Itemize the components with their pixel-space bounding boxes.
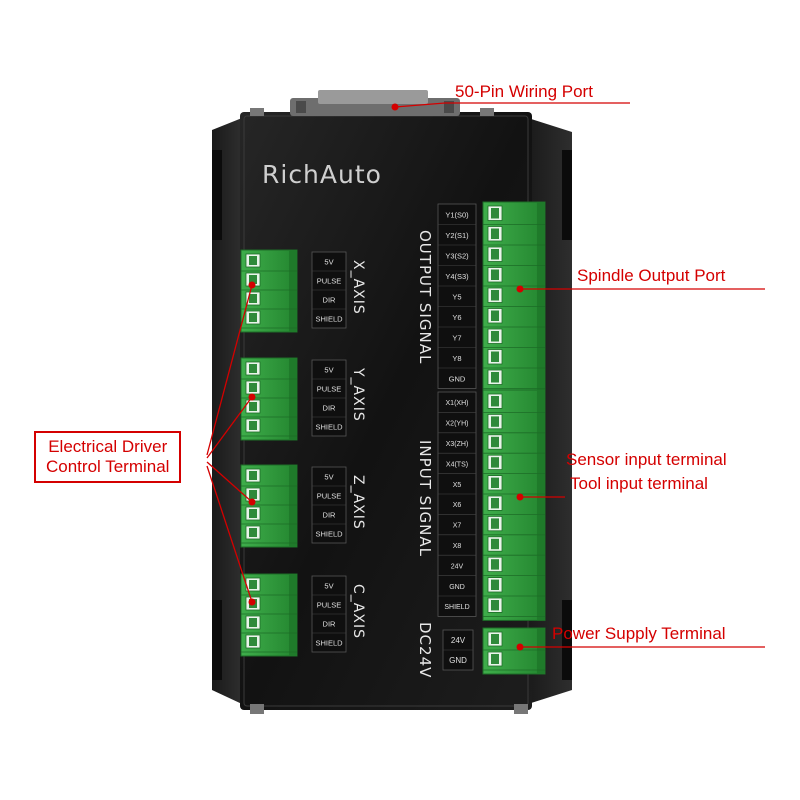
- power-block: 24V GND DC24V: [416, 622, 546, 678]
- pin-label: Y2(S1): [445, 231, 469, 240]
- pin-label: Y7: [452, 333, 461, 342]
- pin-label: X4(TS): [446, 461, 468, 468]
- brand-logo: RichAuto: [262, 160, 382, 189]
- axis-terminal-block: [240, 357, 298, 441]
- output-terminal-block: [482, 201, 546, 393]
- pin-label: 24V: [451, 636, 466, 645]
- pin-label: PULSE: [317, 601, 342, 610]
- axis-pin-labels: 5V PULSE DIR SHIELD: [311, 575, 347, 653]
- input-terminal-block: [482, 389, 546, 621]
- pin-label: PULSE: [317, 277, 342, 286]
- spindle-output-label: Spindle Output Port: [577, 266, 726, 285]
- pin-label: X3(ZH): [446, 441, 469, 448]
- pin-label: SHIELD: [315, 423, 343, 432]
- pin-label: Y8: [452, 354, 461, 363]
- pin-label: X7: [453, 523, 462, 530]
- tool-input-label: Tool input terminal: [570, 474, 708, 493]
- axis-terminal-blocks: 5V PULSE DIR SHIELD X_AXIS 5V PULSE DIR SHIELD Y_…: [240, 249, 366, 657]
- axis-terminal-block: [240, 573, 298, 657]
- pin-label: SHIELD: [315, 530, 343, 539]
- axis-title: X_AXIS: [350, 260, 366, 315]
- pin-label: 5V: [324, 473, 333, 482]
- output-signal-title: OUTPUT SIGNAL: [416, 230, 434, 364]
- pin-label: GND: [449, 374, 466, 383]
- pin-label: X1(XH): [446, 400, 469, 407]
- pin-label: Y3(S2): [445, 251, 469, 260]
- left-flange: [212, 118, 242, 704]
- pin-label: X6: [453, 502, 462, 509]
- pin-label: Y4(S3): [445, 272, 469, 281]
- pin-label: SHIELD: [444, 604, 469, 611]
- pin-label: DIR: [323, 404, 337, 413]
- pin-label: PULSE: [317, 385, 342, 394]
- axis-terminal-block: [240, 464, 298, 548]
- pin-label: X8: [453, 543, 462, 550]
- power-supply-label: Power Supply Terminal: [552, 624, 726, 643]
- pin-label: SHIELD: [315, 315, 343, 324]
- pin-label: DIR: [323, 511, 337, 520]
- callout-lines: [206, 102, 765, 648]
- pin-label: X2(YH): [446, 421, 469, 428]
- pin-label: Y6: [452, 313, 461, 322]
- pin-label: GND: [449, 584, 465, 591]
- pin-label: PULSE: [317, 492, 342, 501]
- pin-label: 24V: [451, 563, 464, 570]
- axis-pin-labels: 5V PULSE DIR SHIELD: [311, 359, 347, 437]
- pin-label: 5V: [324, 258, 333, 267]
- pin-label: SHIELD: [315, 639, 343, 648]
- axis-title: Y_AXIS: [350, 367, 366, 422]
- axis-title: C_AXIS: [350, 584, 366, 639]
- callout-dots: [248, 103, 524, 651]
- power-pin-labels: 24V GND: [442, 629, 474, 671]
- input-signal-title: INPUT SIGNAL: [416, 440, 434, 557]
- pin-label: DIR: [323, 296, 337, 305]
- wiring-port-label: 50-Pin Wiring Port: [455, 82, 593, 101]
- axis-title: Z_AXIS: [350, 475, 366, 530]
- power-title: DC24V: [416, 622, 434, 678]
- pin-label: Y1(S0): [445, 210, 469, 219]
- power-terminal-block: [482, 627, 546, 675]
- db50-connector: [290, 90, 460, 116]
- pin-label: 5V: [324, 582, 333, 591]
- sensor-input-label: Sensor input terminal: [566, 450, 727, 469]
- driver-label-line1: Electrical Driver: [48, 437, 168, 456]
- pin-label: DIR: [323, 620, 337, 629]
- axis-pin-labels: 5V PULSE DIR SHIELD: [311, 251, 347, 329]
- pin-label: X5: [453, 482, 462, 489]
- axis-pin-labels: 5V PULSE DIR SHIELD: [311, 466, 347, 544]
- pin-label: Y5: [452, 292, 461, 301]
- driver-label-line2: Control Terminal: [46, 457, 170, 476]
- pin-label: 5V: [324, 366, 333, 375]
- axis-terminal-block: [240, 249, 298, 333]
- pin-label: GND: [449, 656, 467, 665]
- driver-control-label: Electrical Driver Control Terminal: [34, 431, 182, 483]
